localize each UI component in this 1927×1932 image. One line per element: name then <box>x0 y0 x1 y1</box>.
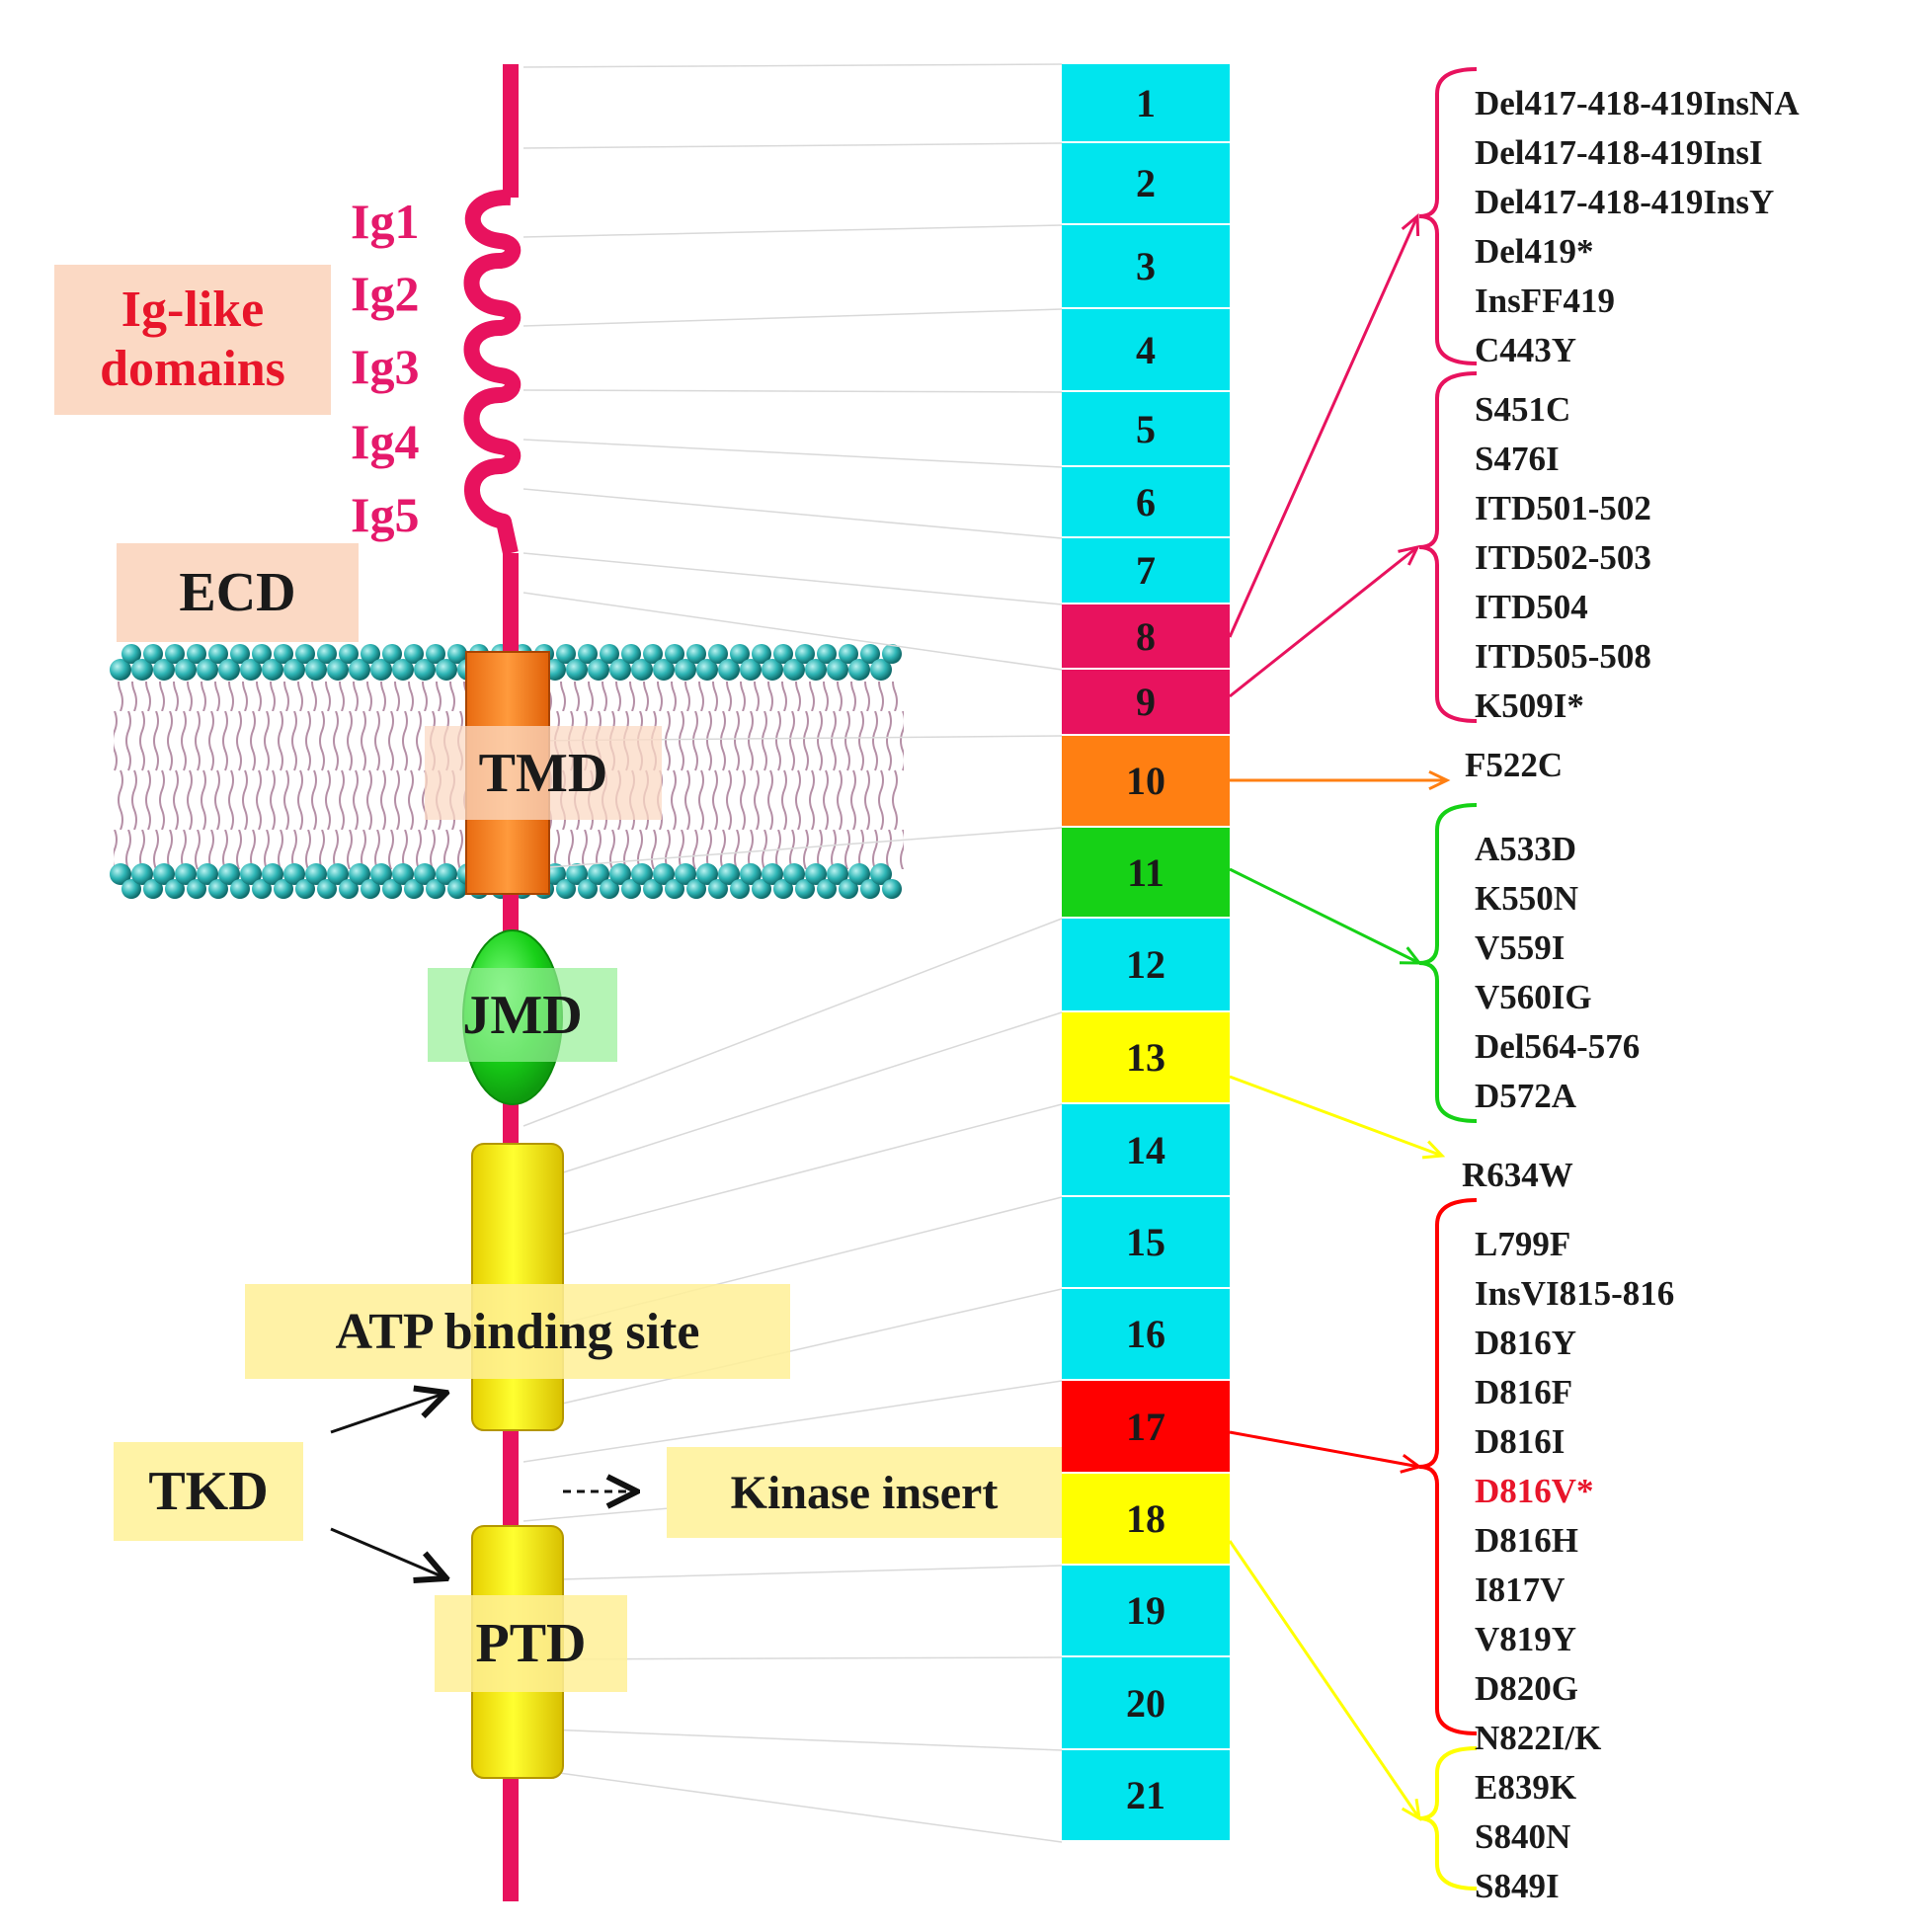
mutation-1-2: ITD501-502 <box>1475 489 1651 527</box>
mutation-arrows <box>1228 212 1451 1821</box>
ecd-label: ECD <box>117 543 359 642</box>
ig-label-5: Ig5 <box>351 487 420 542</box>
mutation-0-0: Del417-418-419InsNA <box>1475 84 1800 122</box>
ptd-label: PTD <box>435 1595 627 1692</box>
atp-binding-site-label: ATP binding site <box>245 1284 790 1379</box>
mutation-5-5: D816V* <box>1475 1472 1594 1510</box>
ig-label-3: Ig3 <box>351 339 420 394</box>
mutation-4-0: R634W <box>1462 1156 1573 1194</box>
exon-5: 5 <box>1062 392 1230 467</box>
mutation-3-4: Del564-576 <box>1475 1027 1641 1066</box>
mutation-6-1: S840N <box>1475 1817 1571 1856</box>
mutation-braces <box>1418 67 1478 1891</box>
mutation-3-2: V559I <box>1475 928 1566 967</box>
ig-label-4: Ig4 <box>351 414 420 469</box>
mutation-1-1: S476I <box>1475 440 1560 478</box>
mutation-1-5: ITD505-508 <box>1475 637 1651 676</box>
mutation-1-6: K509I* <box>1475 686 1584 725</box>
arrow-exon9 <box>1229 545 1418 698</box>
mutation-5-3: D816F <box>1475 1373 1573 1411</box>
ig-loops <box>463 189 522 555</box>
exon-13: 13 <box>1062 1012 1230 1104</box>
arrow-exon11 <box>1229 867 1420 965</box>
brace-exon9 <box>1418 371 1478 723</box>
exon-1: 1 <box>1062 64 1230 143</box>
mutation-5-6: D816H <box>1475 1521 1578 1560</box>
exon-7: 7 <box>1062 538 1230 604</box>
exon-17: 17 <box>1062 1381 1230 1474</box>
mutation-0-1: Del417-418-419InsI <box>1475 133 1763 172</box>
mutation-5-8: V819Y <box>1475 1620 1577 1658</box>
brace-exon8 <box>1418 67 1478 365</box>
exon-8: 8 <box>1062 604 1230 670</box>
arrow-exon17 <box>1229 1430 1420 1469</box>
brace-exon11 <box>1418 803 1478 1123</box>
exon-21: 21 <box>1062 1750 1230 1842</box>
exon-9: 9 <box>1062 670 1230 736</box>
jmd-label: JMD <box>428 968 617 1062</box>
mutation-0-5: C443Y <box>1475 331 1577 369</box>
brace-exon17 <box>1418 1198 1478 1735</box>
exon-16: 16 <box>1062 1289 1230 1381</box>
exon-10: 10 <box>1062 736 1230 828</box>
exon-connector-lines <box>522 63 1063 1843</box>
mutation-5-10: N822I/K <box>1475 1719 1602 1757</box>
mutation-0-3: Del419* <box>1475 232 1594 271</box>
mutation-5-9: D820G <box>1475 1669 1578 1708</box>
mutation-1-4: ITD504 <box>1475 588 1588 626</box>
kinase-insert-label: Kinase insert <box>667 1447 1062 1538</box>
mutation-5-0: L799F <box>1475 1225 1571 1263</box>
exon-3: 3 <box>1062 225 1230 309</box>
exon-4: 4 <box>1062 309 1230 392</box>
mutation-3-0: A533D <box>1475 830 1577 868</box>
mutation-6-2: S849I <box>1475 1867 1560 1905</box>
ig-label-1: Ig1 <box>351 194 420 249</box>
mutation-6-0: E839K <box>1475 1768 1577 1807</box>
arrow-exon8 <box>1228 215 1419 638</box>
mutation-1-0: S451C <box>1475 390 1571 429</box>
mutation-1-3: ITD502-503 <box>1475 538 1651 577</box>
mutation-0-4: InsFF419 <box>1475 282 1615 320</box>
exon-15: 15 <box>1062 1197 1230 1289</box>
tmd-label: TMD <box>425 726 662 820</box>
mutation-5-7: I817V <box>1475 1570 1566 1609</box>
exon-6: 6 <box>1062 467 1230 538</box>
arrow-exon13 <box>1229 1075 1443 1158</box>
mutation-0-2: Del417-418-419InsY <box>1475 183 1775 221</box>
mutation-3-1: K550N <box>1475 879 1578 918</box>
mutation-5-4: D816I <box>1475 1422 1566 1461</box>
tkd-arrow-up <box>330 1393 446 1434</box>
exon-14: 14 <box>1062 1104 1230 1197</box>
exon-11: 11 <box>1062 828 1230 919</box>
exon-18: 18 <box>1062 1474 1230 1566</box>
exon-2: 2 <box>1062 143 1230 225</box>
exon-20: 20 <box>1062 1657 1230 1750</box>
arrow-exon18 <box>1228 1540 1421 1819</box>
mutation-5-2: D816Y <box>1475 1324 1577 1362</box>
mutation-5-1: InsVI815-816 <box>1475 1274 1675 1313</box>
exon-19: 19 <box>1062 1566 1230 1657</box>
mutation-3-3: V560IG <box>1475 978 1592 1016</box>
mutation-3-5: D572A <box>1475 1077 1577 1115</box>
ig-like-domains-label: Ig-like domains <box>54 265 331 415</box>
mutation-2-0: F522C <box>1465 746 1564 784</box>
ig-label-2: Ig2 <box>351 266 420 321</box>
brace-exon18 <box>1418 1746 1478 1891</box>
tkd-label: TKD <box>114 1442 303 1541</box>
tkd-arrow-down <box>330 1527 446 1578</box>
exon-12: 12 <box>1062 919 1230 1012</box>
